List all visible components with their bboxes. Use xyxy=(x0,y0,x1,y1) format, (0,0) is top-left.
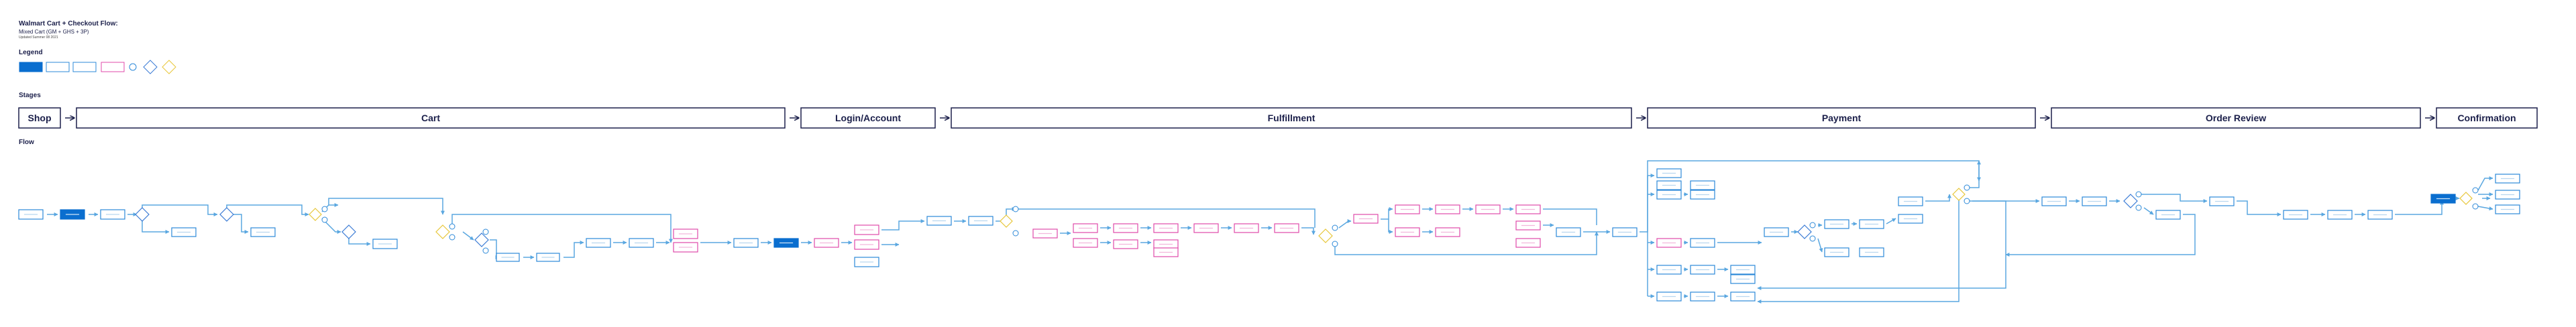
flow-nodes xyxy=(18,168,2520,302)
flow-branch-marker xyxy=(482,247,489,254)
diagram-title: Walmart Cart + Checkout Flow: xyxy=(19,20,118,27)
flow-system-decision xyxy=(2459,192,2473,205)
flow-branch-marker xyxy=(321,216,328,223)
flow-connector xyxy=(328,198,445,215)
flow-branch-marker xyxy=(2135,204,2142,211)
flow-branch-marker xyxy=(1964,184,1970,191)
flow-connector xyxy=(462,231,474,241)
legend-system-decision xyxy=(162,60,176,74)
flow-decision xyxy=(474,233,489,247)
flow-decision xyxy=(219,207,234,222)
flow-connector xyxy=(142,221,170,234)
flow-connector xyxy=(142,204,218,216)
flow-branch-marker xyxy=(1964,198,1970,204)
flow-branch-marker xyxy=(482,228,489,235)
flow-connector xyxy=(2143,207,2154,215)
flow-decision xyxy=(2123,194,2138,208)
flow-system-decision xyxy=(1952,188,1966,201)
legend-error xyxy=(101,62,125,72)
flow-connector xyxy=(1338,219,1352,228)
flow-connector xyxy=(1543,208,1597,225)
flow-connector xyxy=(1301,227,1316,235)
flow-connector xyxy=(564,241,584,258)
flow-branch-marker xyxy=(1809,235,1816,242)
flow-decision xyxy=(135,207,150,222)
flow-connector xyxy=(1817,238,1823,253)
flow-system-decision xyxy=(1000,214,1013,228)
flow-system-decision xyxy=(1318,228,1333,243)
flow-connector xyxy=(1334,231,1599,255)
flow-connector xyxy=(233,214,249,234)
flow-branch-marker xyxy=(1012,206,1019,212)
flow-connector xyxy=(2395,200,2444,215)
legend-decision xyxy=(143,60,158,74)
flow-branch-marker xyxy=(321,206,328,212)
flow-connector xyxy=(348,239,371,246)
flow-connector xyxy=(1757,200,2006,290)
flow-connectors xyxy=(47,160,2493,304)
flow-connector xyxy=(1925,194,1951,202)
flow-branch-marker xyxy=(1332,224,1338,231)
legend xyxy=(19,60,176,74)
flow-branch-marker xyxy=(1332,241,1338,247)
flow-connector xyxy=(1967,160,1981,188)
flow-connector xyxy=(1388,219,1393,234)
flow-connector xyxy=(1381,207,1393,220)
legend-screen xyxy=(46,62,70,72)
legend-label: Legend xyxy=(19,49,43,56)
flow-decision xyxy=(341,224,356,239)
flow-branch-marker xyxy=(1809,222,1816,228)
flow-connector xyxy=(2005,214,2196,257)
flow-branch-marker xyxy=(449,223,455,230)
flow-connector xyxy=(2139,194,2208,203)
flow-system-decision xyxy=(435,224,450,239)
legend-primary-screen xyxy=(19,62,43,72)
diagram-updated-note: Updated Summer 08 2021 xyxy=(19,36,58,40)
flow-branch-marker xyxy=(1012,230,1019,237)
flow-connector xyxy=(1757,200,1960,304)
flow-branch-marker xyxy=(449,234,455,241)
flow-label: Flow xyxy=(19,139,34,146)
flow-connector xyxy=(1886,218,1896,224)
diagram-subtitle: Mixed Cart (GM + GHS + 3P) xyxy=(19,29,89,35)
flow-system-decision xyxy=(309,208,322,221)
flow-branch-marker xyxy=(2472,203,2479,210)
flow-connector xyxy=(2477,176,2493,191)
flow-branch-marker xyxy=(2472,187,2479,194)
legend-modal xyxy=(72,62,97,72)
flow-connector xyxy=(2477,206,2493,210)
flow-branch-marker xyxy=(2135,191,2142,198)
flow-connector xyxy=(226,204,309,216)
flow-connector xyxy=(1016,208,1316,228)
flow-connector xyxy=(2237,200,2282,216)
flow-connector xyxy=(321,218,341,234)
flow-connector xyxy=(451,214,673,243)
stages-label: Stages xyxy=(19,92,41,99)
flow-decision xyxy=(1797,224,1812,239)
legend-start-circle xyxy=(129,63,137,71)
flow-connector xyxy=(881,219,925,231)
